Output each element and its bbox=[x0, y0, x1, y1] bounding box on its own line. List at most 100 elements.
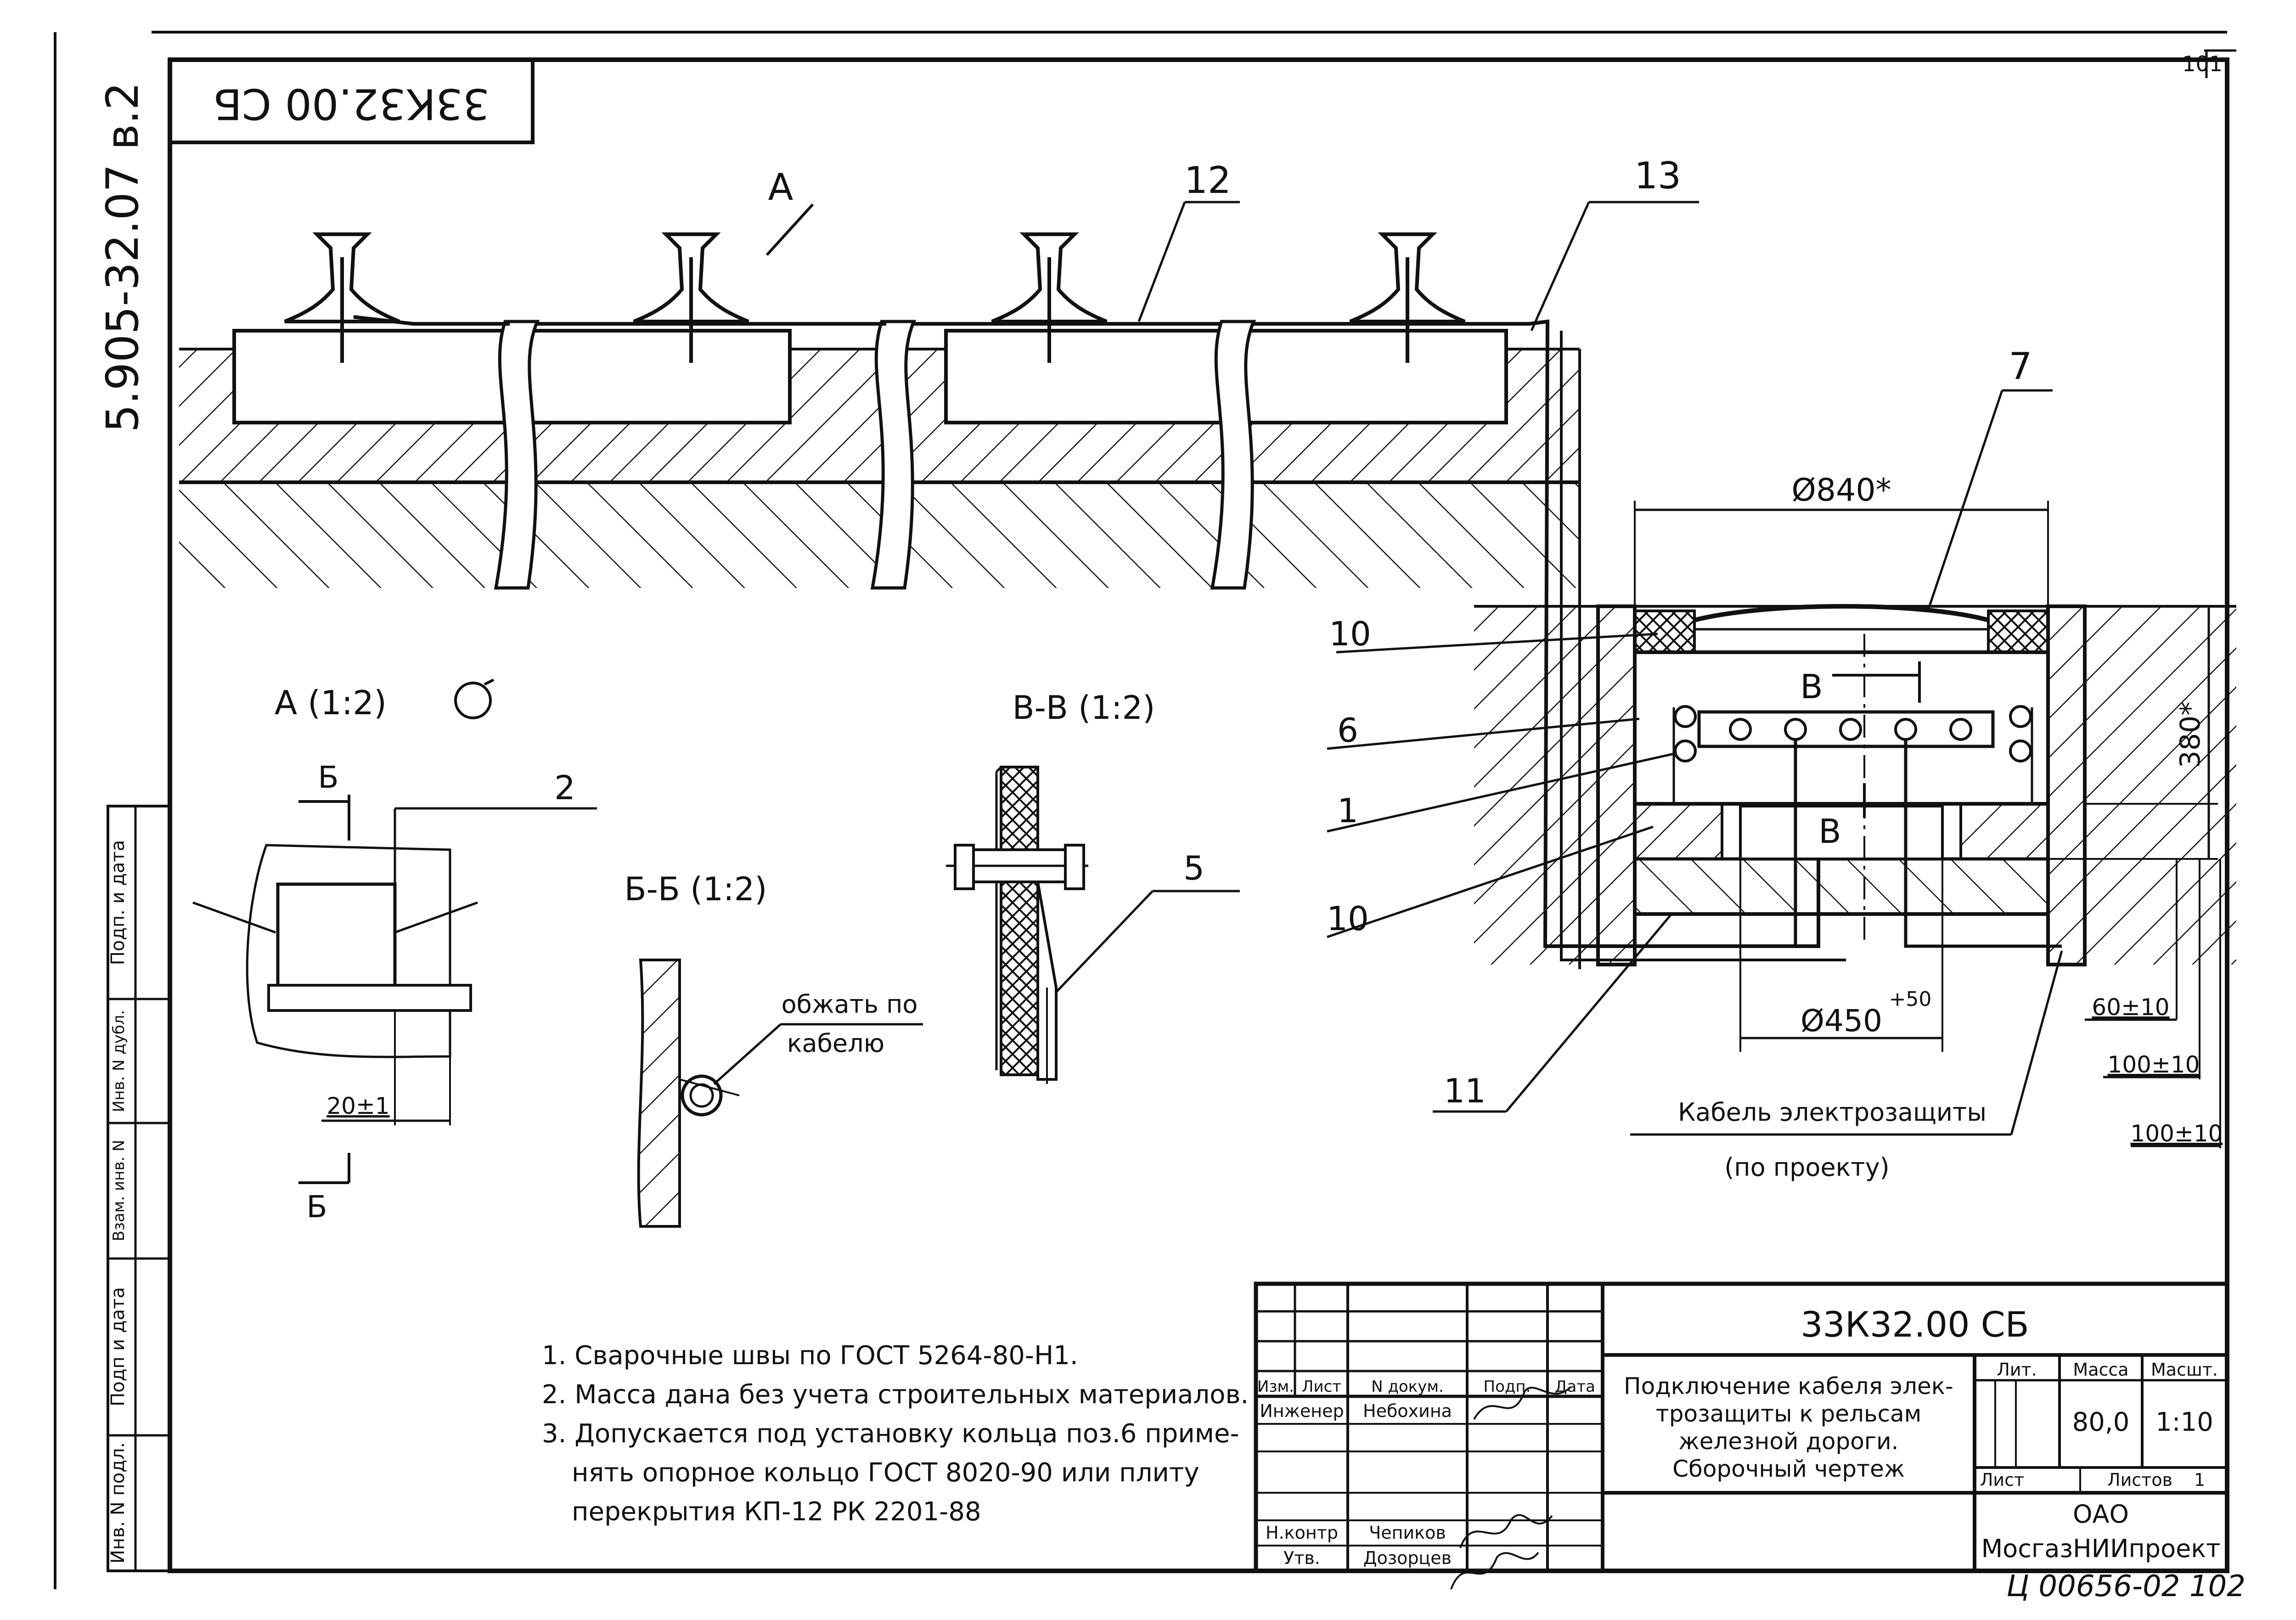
signature-engineer bbox=[1473, 1386, 1571, 1420]
section-bb-title: Б-Б (1:2) bbox=[625, 870, 767, 908]
label-13: 13 bbox=[1634, 154, 1681, 197]
strip-cell-5: Инв. N подл. bbox=[107, 1442, 129, 1564]
cable-label-1: Кабель электрозащиты bbox=[1678, 1098, 1986, 1127]
role-nkontr: Н.контр bbox=[1266, 1523, 1338, 1543]
name-engineer: Небохина bbox=[1363, 1401, 1452, 1421]
rotated-code-box: 33К32.00 СБ bbox=[168, 58, 535, 144]
notes: 1. Сварочные швы по ГОСТ 5264-80-Н1. 2. … bbox=[542, 1341, 1249, 1527]
tb-scale: 1:10 bbox=[2155, 1407, 2213, 1437]
rail-4 bbox=[1349, 232, 1466, 363]
tb-org-1: ОАО bbox=[2073, 1500, 2129, 1529]
label-5: 5 bbox=[1183, 849, 1204, 887]
dim-840-text: Ø840* bbox=[1791, 472, 1891, 508]
section-bb: Б-Б (1:2) обжать по кабелю bbox=[625, 870, 923, 1228]
dim-450-tol: +50 bbox=[1889, 988, 1932, 1011]
label-6: 6 bbox=[1337, 711, 1358, 750]
dim-450-text: Ø450 bbox=[1801, 1003, 1882, 1039]
tb-org-2: МосгазНИИпроект bbox=[1981, 1534, 2221, 1563]
label-b-bottom: Б bbox=[306, 1189, 327, 1225]
note-5: перекрытия КП-12 РК 2201-88 bbox=[572, 1497, 981, 1527]
title-block: Изм. Лист N докум. Подп. Дата Инженер Не… bbox=[1254, 1281, 2229, 1590]
rail-3 bbox=[991, 232, 1108, 363]
callout-10a: 10 bbox=[1329, 615, 1658, 654]
role-engineer: Инженер bbox=[1260, 1401, 1344, 1421]
rail-2 bbox=[633, 232, 749, 363]
detail-a: А (1:2) Б Б 2 20±1 bbox=[192, 678, 597, 1225]
dim-20-text: 20±1 bbox=[326, 1093, 389, 1119]
bottom-number: Ц 00656-02 102 bbox=[2006, 1569, 2245, 1603]
strip-cell-3: Взам. инв. N bbox=[110, 1140, 128, 1242]
dim-60: 60±10 bbox=[2085, 803, 2218, 1021]
signature-utv bbox=[1450, 1552, 1539, 1590]
callout-12: 12 bbox=[1137, 159, 1240, 322]
detail-a-symbol bbox=[454, 682, 492, 719]
callout-13: 13 bbox=[1530, 154, 1699, 332]
dim-100a-text: 100±10 bbox=[2108, 1051, 2200, 1078]
name-utv: Дозорцев bbox=[1363, 1548, 1452, 1568]
note-2: 2. Масса дана без учета строительных мат… bbox=[542, 1380, 1249, 1410]
label-1: 1 bbox=[1337, 791, 1358, 830]
track-ground bbox=[179, 320, 1581, 969]
callout-7: 7 bbox=[1927, 345, 2053, 609]
label-a: А bbox=[768, 166, 793, 209]
label-12: 12 bbox=[1184, 159, 1231, 202]
hdr-list: Лист bbox=[1302, 1377, 1341, 1396]
rotated-code-text: 33К32.00 СБ bbox=[213, 79, 490, 129]
tb-title-2: трозащиты к рельсам bbox=[1656, 1400, 1922, 1427]
callout-11: 11 bbox=[1433, 913, 1672, 1113]
break-gap-3 bbox=[1210, 320, 1256, 590]
strip-cell-2: Инв. N дубл. bbox=[110, 1010, 128, 1112]
label-v-top: В bbox=[1800, 667, 1823, 706]
break-gap-2 bbox=[870, 320, 917, 590]
hdr-ndoc: N докум. bbox=[1371, 1377, 1444, 1396]
callout-a: А bbox=[765, 166, 814, 256]
rails bbox=[284, 232, 1466, 363]
tb-sheets-label: Листов bbox=[2107, 1470, 2172, 1490]
label-10a: 10 bbox=[1329, 615, 1371, 653]
strip-cell-4: Подп и дата bbox=[107, 1287, 129, 1406]
side-code: 5.905-32.07 в.2 bbox=[97, 82, 148, 433]
detail-a-title: А (1:2) bbox=[275, 683, 387, 722]
crimp-label-1: обжать по bbox=[782, 990, 918, 1019]
hdr-lit: Лит. bbox=[1997, 1360, 2037, 1380]
label-b-top: Б bbox=[318, 760, 338, 795]
tb-sheet-label: Лист bbox=[1980, 1470, 2024, 1490]
note-4: нять опорное кольцо ГОСТ 8020-90 или пли… bbox=[572, 1458, 1199, 1488]
label-7: 7 bbox=[2009, 345, 2032, 388]
hdr-masht: Масшт. bbox=[2151, 1360, 2218, 1380]
break-gap-1 bbox=[494, 320, 540, 590]
well-assembly: В В bbox=[1474, 604, 2236, 966]
tb-title-3: железной дороги. bbox=[1679, 1428, 1899, 1455]
dim-60-text: 60±10 bbox=[2092, 994, 2169, 1021]
page-number: 101 bbox=[2182, 51, 2223, 76]
callout-10b: 10 bbox=[1327, 825, 1654, 938]
dim-100b: 100±10 bbox=[2131, 859, 2223, 1148]
label-2: 2 bbox=[554, 768, 575, 807]
callout-6: 6 bbox=[1327, 711, 1640, 750]
hdr-podp: Подп. bbox=[1484, 1377, 1531, 1396]
role-utv: Утв. bbox=[1283, 1548, 1320, 1568]
callout-cable: Кабель электрозащиты (по проекту) bbox=[1630, 950, 2063, 1182]
tb-title-4: Сборочный чертеж bbox=[1672, 1456, 1905, 1482]
strip-cell-1: Подп. и дата bbox=[107, 840, 129, 965]
crimp-label-2: кабелю bbox=[787, 1029, 884, 1058]
tb-sheets-value: 1 bbox=[2194, 1470, 2205, 1490]
dim-380: 380* bbox=[2048, 605, 2218, 860]
dim-100a: 100±10 bbox=[2103, 859, 2200, 1079]
dim-450: Ø450 +50 bbox=[1739, 859, 1943, 1052]
left-stamp-strip: Подп. и дата Инв. N дубл. Взам. инв. N П… bbox=[107, 805, 171, 1572]
name-nkontr: Чепиков bbox=[1369, 1523, 1446, 1543]
section-vv: В-В (1:2) 5 bbox=[946, 689, 1240, 1084]
note-3: 3. Допускается под установку кольца поз.… bbox=[542, 1419, 1239, 1449]
label-v-bottom: В bbox=[1818, 812, 1841, 851]
dim-380-text: 380* bbox=[2174, 702, 2206, 768]
label-10b: 10 bbox=[1327, 899, 1369, 938]
note-1: 1. Сварочные швы по ГОСТ 5264-80-Н1. bbox=[542, 1341, 1078, 1371]
tb-title-1: Подключение кабеля элек- bbox=[1624, 1373, 1953, 1400]
dim-840: Ø840* bbox=[1634, 472, 2049, 611]
callout-1: 1 bbox=[1327, 752, 1677, 833]
signature-nkontr bbox=[1459, 1514, 1553, 1548]
section-vv-title: В-В (1:2) bbox=[1013, 689, 1155, 727]
tb-doc-code: 33К32.00 СБ bbox=[1801, 1304, 2029, 1345]
